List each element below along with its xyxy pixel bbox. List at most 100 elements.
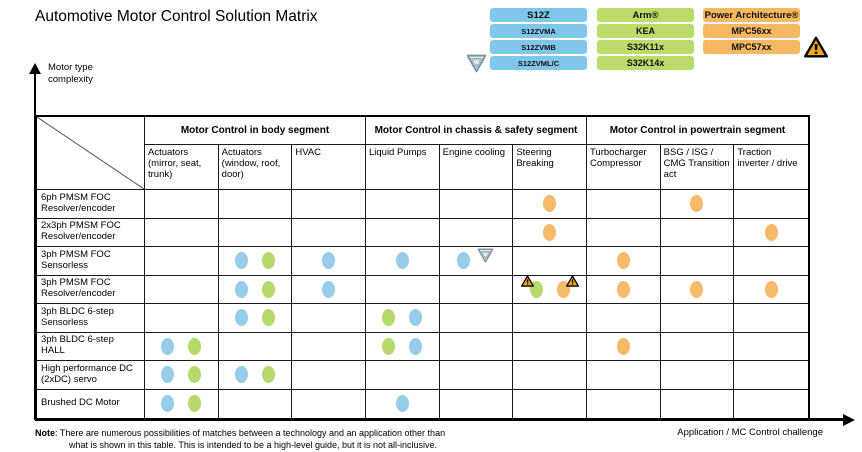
matrix-cell	[439, 304, 514, 333]
legend-row: Power Architecture®	[703, 8, 800, 22]
svg-text:w: w	[473, 59, 480, 66]
marker	[382, 309, 396, 327]
legend-row: MPC56xx	[703, 24, 800, 38]
matrix-cell	[292, 275, 366, 304]
legend-row: S32K11x	[597, 40, 694, 54]
marker	[409, 309, 423, 327]
matrix-cell	[439, 190, 514, 219]
marker	[261, 252, 275, 270]
matrix-cell	[439, 332, 514, 361]
blue-dot	[395, 395, 409, 413]
matrix-cell	[587, 389, 661, 418]
legend-row: S12ZVMA	[490, 24, 587, 38]
green-dot	[261, 366, 275, 384]
legend-item: MPC56xx	[703, 24, 800, 38]
svg-text:w: w	[483, 252, 489, 258]
marker	[188, 337, 202, 355]
matrix-cell	[365, 190, 440, 219]
matrix-cell	[734, 276, 808, 304]
legend-row: S12Z	[490, 8, 587, 22]
matrix-cell	[439, 361, 514, 390]
matrix-cell	[145, 275, 219, 304]
y-axis-arrow-icon	[29, 63, 41, 74]
orange-dot	[543, 223, 557, 241]
row-label: High performance DC (2xDC) servo	[37, 361, 145, 390]
marker	[457, 252, 471, 270]
marker	[161, 337, 175, 355]
matrix-cell	[292, 389, 366, 418]
legend-item: S12ZVML/C	[490, 56, 587, 70]
green-dot	[261, 280, 275, 298]
matrix-cell	[292, 332, 366, 361]
legend-row: KEA	[597, 24, 694, 38]
orange-dot	[690, 195, 704, 213]
matrix-cell	[440, 389, 514, 418]
blue-dot	[161, 366, 175, 384]
marker	[395, 395, 409, 413]
legend-item: S12ZVMA	[490, 24, 587, 38]
matrix-cell	[292, 190, 366, 219]
orange-dot	[543, 195, 557, 213]
orange-dot	[616, 337, 630, 355]
marker	[322, 252, 336, 270]
matrix-cell	[586, 247, 661, 276]
matrix-cell	[513, 247, 587, 276]
matrix-cell	[513, 275, 587, 304]
marker	[234, 309, 248, 327]
matrix-cell	[292, 218, 366, 247]
blue-dot	[234, 366, 248, 384]
row-label: 3ph BLDC 6-step Sensorless	[37, 304, 145, 333]
marker	[234, 280, 248, 298]
marker	[543, 223, 557, 241]
matrix-cell	[513, 304, 587, 333]
legend-item: S12ZVMB	[490, 40, 587, 54]
marker	[261, 366, 275, 384]
matrix-cell	[513, 218, 587, 247]
blue-dot	[161, 395, 175, 413]
row-label: 3ph PMSM FOC Sensorless	[37, 247, 145, 276]
matrix-cell	[586, 304, 661, 333]
footnote-line1: : There are numerous possibilities of ma…	[55, 428, 446, 438]
matrix-cell	[660, 190, 735, 219]
segment-group-header: Motor Control in powertrain segment	[586, 117, 808, 145]
functional-safety-warning-icon	[520, 275, 534, 287]
marker	[616, 337, 630, 355]
marker	[409, 337, 423, 355]
marker	[322, 280, 336, 298]
legend-item: MPC57xx	[703, 40, 800, 54]
matrix-cell	[513, 190, 587, 219]
matrix-cell	[366, 389, 440, 418]
matrix-cell	[734, 190, 808, 219]
matrix-cell	[218, 332, 293, 361]
x-axis-line	[35, 418, 845, 421]
legend-item: S32K14x	[597, 56, 694, 70]
blue-dot	[457, 252, 471, 270]
matrix-cell	[365, 275, 440, 304]
green-dot	[188, 395, 202, 413]
matrix-cell	[513, 332, 587, 361]
safety-shield-icon: w	[477, 248, 494, 263]
matrix-cell	[660, 361, 735, 390]
matrix-cell	[586, 361, 661, 390]
marker	[261, 280, 275, 298]
blue-dot	[395, 252, 409, 270]
matrix-cell	[734, 361, 808, 390]
column-header: BSG / ISG / CMG Transition act	[660, 145, 735, 190]
row-label: Brushed DC Motor	[37, 389, 145, 418]
matrix-cell	[292, 247, 366, 276]
marker	[616, 252, 630, 270]
marker	[395, 252, 409, 270]
row-label: 2x3ph PMSM FOC Resolver/encoder	[37, 218, 145, 247]
legend-family-s12z: S12Z S12ZVMA S12ZVMB w S12ZVML/C	[466, 8, 587, 73]
matrix-cell	[145, 247, 219, 276]
matrix-cell	[218, 218, 293, 247]
marker	[161, 395, 175, 413]
marker	[764, 223, 778, 241]
matrix-cell	[586, 190, 661, 219]
legend-row: MPC57xx	[703, 36, 828, 58]
matrix-cell	[145, 304, 219, 333]
matrix-cell	[513, 389, 587, 418]
matrix-cell	[734, 219, 808, 247]
